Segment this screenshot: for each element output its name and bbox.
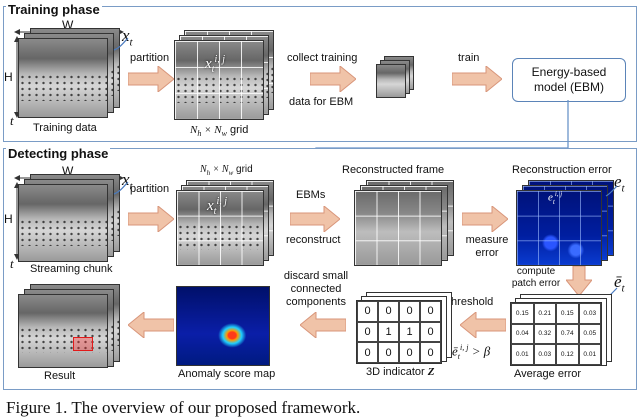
training-h-label: H (4, 70, 13, 84)
indicator-cell: 0 (378, 301, 399, 322)
training-patch-label: xti, j (205, 54, 226, 75)
indicator-cell: 1 (399, 321, 420, 343)
threshold-label: threshold (448, 296, 494, 308)
training-x-pointer (113, 37, 129, 51)
figure-caption: Figure 1. The overview of our proposed f… (6, 398, 361, 417)
detecting-partition-label: partition (130, 183, 170, 195)
e-label: et (614, 172, 625, 195)
detecting-h-label: H (4, 212, 13, 226)
indicator-cell: 0 (378, 342, 399, 363)
training-collect-arrow (310, 66, 356, 92)
training-x-label: xt (122, 26, 133, 49)
training-partition-label: partition (130, 52, 170, 64)
training-train-arrow (452, 66, 502, 92)
detecting-patch-label: xti, j (207, 196, 228, 217)
training-grid-front (174, 40, 264, 120)
detecting-grid-label: Nh × Nw grid (200, 164, 253, 177)
training-collect-label-1: collect training (287, 52, 358, 64)
detecting-grid-front (176, 190, 264, 266)
result-frame-front (18, 294, 108, 368)
avg-error-cell: 0.12 (556, 344, 579, 365)
training-grid-label: Nh × Nw grid (190, 124, 249, 139)
training-patch-front (376, 64, 406, 98)
streaming-chunk-label: Streaming chunk (30, 263, 113, 275)
avg-error-cell: 0.05 (578, 323, 601, 345)
avg-error-cell: 0.32 (533, 323, 556, 345)
training-collect-label-2: data for EBM (289, 96, 354, 108)
recon-error-patch-label: eti, j (548, 190, 563, 206)
training-w-label: W (62, 18, 74, 32)
recon-error-front (516, 190, 602, 266)
avg-error-cell: 0.03 (533, 344, 556, 365)
threshold-arrow (460, 312, 506, 338)
measure-arrow (462, 206, 508, 232)
recon-error-label: Reconstruction error (512, 164, 612, 176)
training-partition-arrow (128, 66, 174, 92)
indicator-cell: 0 (357, 342, 378, 363)
detecting-phase-title: Detecting phase (6, 146, 111, 161)
recon-frame-front (354, 190, 442, 266)
result-arrow (128, 312, 174, 338)
reconstruct-arrow (290, 206, 340, 232)
indicator-label: 3D indicator Z (366, 366, 435, 378)
indicator-cell: 0 (420, 301, 441, 322)
result-label: Result (44, 370, 76, 382)
discard-arrow (300, 312, 346, 338)
indicator-cell: 0 (420, 321, 441, 343)
avg-error-cell: 0.01 (511, 344, 534, 365)
reconstruct-label: reconstruct (286, 234, 341, 246)
training-t-label: t (10, 113, 14, 128)
indicator-cell: 0 (357, 301, 378, 322)
e-pointer (605, 185, 618, 197)
avg-error-cell: 0.21 (533, 303, 556, 324)
avg-error-cell: 0.03 (578, 303, 601, 324)
detecting-w-label: W (62, 164, 74, 178)
training-frame-front (18, 38, 108, 118)
avg-error-label: Average error (514, 368, 582, 380)
result-anomaly-box (73, 337, 93, 351)
training-phase-title: Training phase (6, 2, 102, 17)
indicator-cell: 0 (357, 321, 378, 343)
avg-error-cell: 0.04 (511, 323, 534, 345)
detecting-t-label: t (10, 256, 14, 271)
indicator-cell: 0 (399, 301, 420, 322)
avg-error-cell: 0.15 (511, 303, 534, 324)
anomaly-map (176, 286, 270, 366)
indicator-cell: 1 (378, 321, 399, 343)
compute-arrow (566, 266, 592, 296)
avg-error-cell: 0.15 (556, 303, 579, 324)
recon-frame-label: Reconstructed frame (342, 164, 445, 176)
training-train-label: train (458, 52, 480, 64)
anomaly-label: Anomaly score map (178, 368, 276, 380)
detecting-x-pointer (113, 181, 129, 195)
avg-error-cell: 0.74 (556, 323, 579, 345)
ebms-label: EBMs (296, 189, 326, 201)
ebar-label: ēt (614, 272, 625, 295)
detecting-x-label: xt (122, 170, 133, 193)
avg-error-cell: 0.01 (578, 344, 601, 365)
detecting-partition-arrow (128, 206, 174, 232)
threshold-condition: ēti, j > β (452, 343, 491, 361)
indicator-cell: 0 (420, 342, 441, 363)
indicator-cell: 0 (399, 342, 420, 363)
stream-frame-front (18, 184, 108, 262)
training-data-label: Training data (33, 122, 97, 134)
